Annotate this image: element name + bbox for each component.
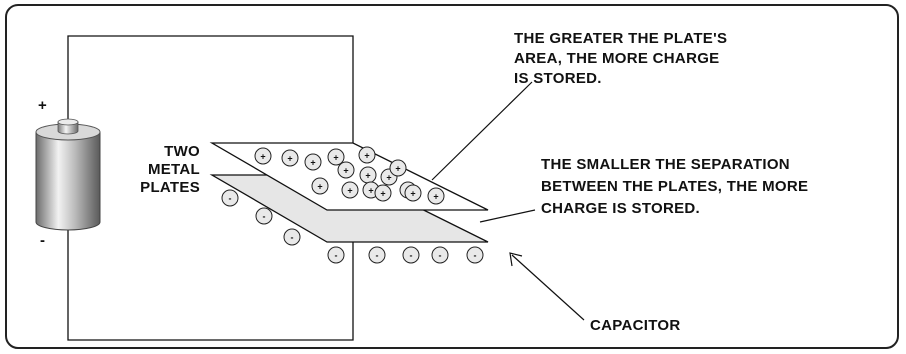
positive-charge: + [374, 184, 392, 202]
separation-note: THE SMALLER THE SEPARATION BETWEEN THE P… [541, 156, 808, 217]
svg-text:+: + [364, 151, 369, 161]
leader-lines [431, 81, 585, 321]
svg-text:-: - [229, 194, 232, 204]
diagram-frame [5, 4, 899, 349]
battery-icon [35, 118, 101, 231]
area-note: THE GREATER THE PLATE'S AREA, THE MORE C… [514, 30, 727, 87]
negative-charge: - [255, 207, 273, 225]
svg-text:METAL: METAL [148, 161, 200, 178]
capacitor-label: CAPACITOR [590, 317, 680, 334]
negative-charge: - [368, 246, 386, 264]
svg-text:-: - [439, 251, 442, 261]
positive-charge: + [404, 184, 422, 202]
svg-text:-: - [263, 212, 266, 222]
svg-text:-: - [376, 251, 379, 261]
positive-charge: + [337, 161, 355, 179]
svg-text:+: + [433, 192, 438, 202]
svg-text:+: + [310, 158, 315, 168]
circuit-wires [67, 35, 354, 341]
svg-text:BETWEEN THE PLATES, THE MORE: BETWEEN THE PLATES, THE MORE [541, 178, 808, 195]
svg-text:-: - [335, 251, 338, 261]
svg-text:+: + [395, 164, 400, 174]
positive-charge: + [359, 166, 377, 184]
svg-text:+: + [287, 154, 292, 164]
svg-text:+: + [386, 173, 391, 183]
positive-charge: + [389, 159, 407, 177]
svg-text:+: + [410, 189, 415, 199]
svg-text:+: + [317, 182, 322, 192]
negative-charge: - [283, 228, 301, 246]
svg-text:+: + [365, 171, 370, 181]
positive-charge: + [327, 148, 345, 166]
svg-text:+: + [380, 189, 385, 199]
battery-negative-label: - [40, 232, 45, 249]
negative-charge: - [402, 246, 420, 264]
svg-text:+: + [347, 186, 352, 196]
svg-text:-: - [410, 251, 413, 261]
svg-text:THE GREATER THE PLATE'S: THE GREATER THE PLATE'S [514, 30, 727, 47]
positive-charge: + [427, 187, 445, 205]
svg-text:+: + [368, 186, 373, 196]
battery-positive-label: + [38, 97, 47, 114]
svg-text:CHARGE IS STORED.: CHARGE IS STORED. [541, 200, 700, 217]
negative-charges: - - - - - - - - [221, 189, 484, 264]
positive-charge: + [341, 181, 359, 199]
negative-charge: - [327, 246, 345, 264]
svg-text:+: + [333, 153, 338, 163]
negative-charge: - [466, 246, 484, 264]
svg-text:PLATES: PLATES [140, 179, 200, 196]
plates-label: TWO METAL PLATES [140, 143, 200, 196]
svg-text:-: - [291, 233, 294, 243]
svg-text:IS STORED.: IS STORED. [514, 70, 602, 87]
positive-charge: + [304, 153, 322, 171]
negative-charge: - [431, 246, 449, 264]
positive-charge: + [281, 149, 299, 167]
positive-charge: + [254, 147, 272, 165]
positive-charges: + + + + + + + + + + + + + + + + [254, 146, 445, 205]
svg-text:+: + [343, 166, 348, 176]
svg-text:+: + [260, 152, 265, 162]
svg-text:AREA, THE MORE CHARGE: AREA, THE MORE CHARGE [514, 50, 719, 67]
svg-text:TWO: TWO [164, 143, 200, 160]
svg-text:THE SMALLER THE SEPARATION: THE SMALLER THE SEPARATION [541, 156, 790, 173]
positive-charge: + [358, 146, 376, 164]
positive-charge: + [311, 177, 329, 195]
svg-text:-: - [474, 251, 477, 261]
negative-charge: - [221, 189, 239, 207]
